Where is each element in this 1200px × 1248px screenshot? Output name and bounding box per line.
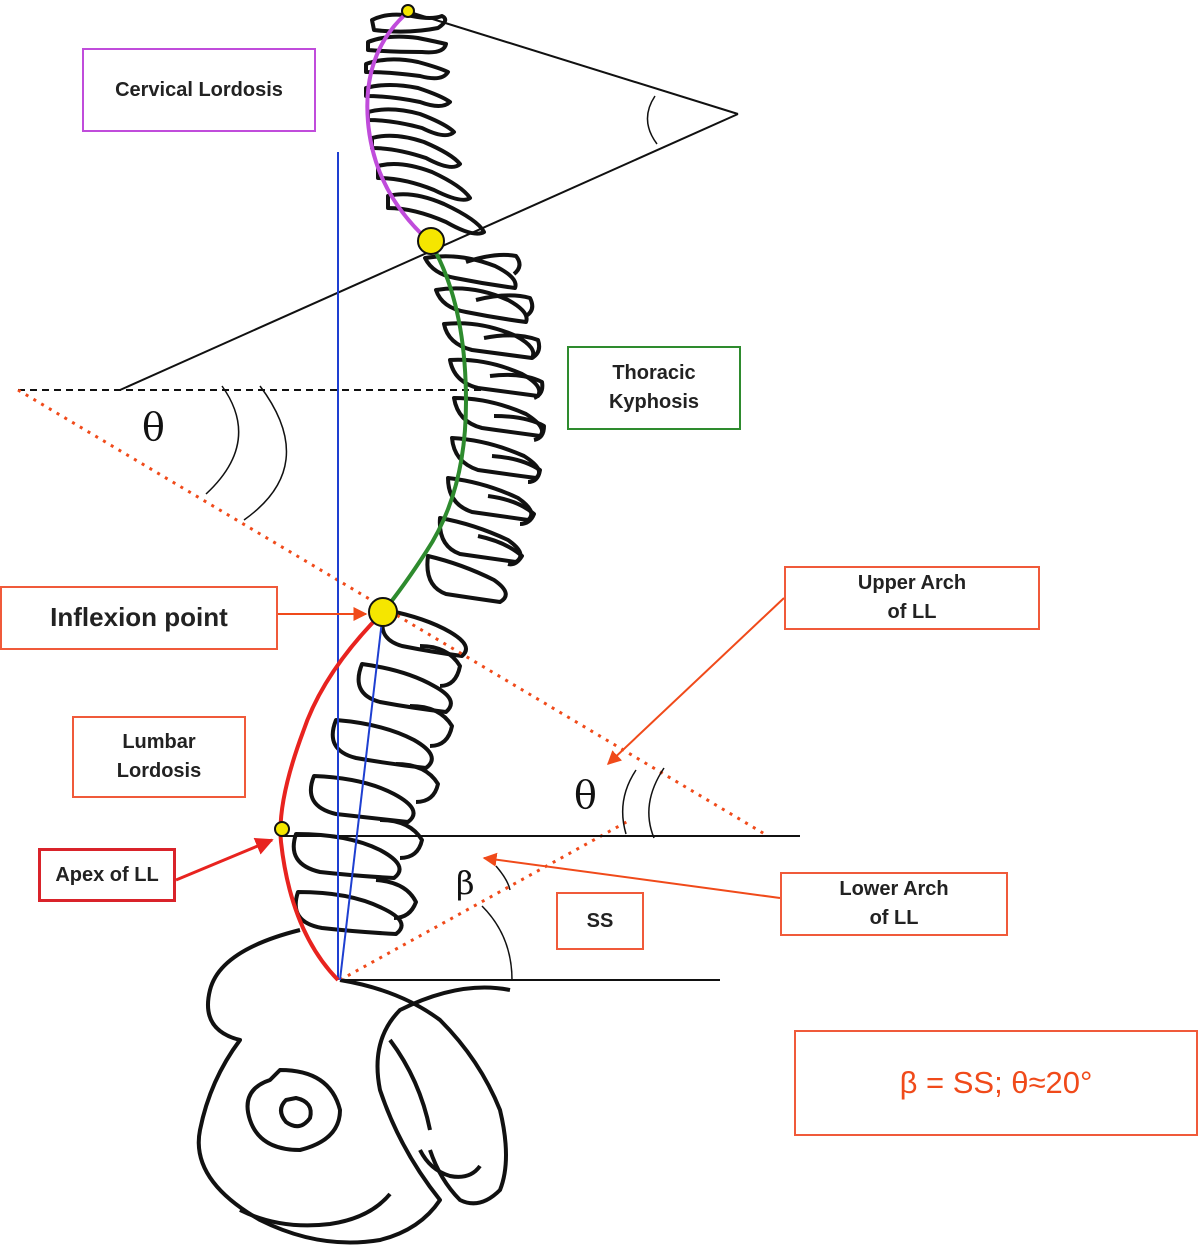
apex-arrow: [176, 840, 272, 880]
upper-arch-label: Upper Arch of LL: [784, 566, 1040, 630]
inflexion-marker: [369, 598, 397, 626]
construction-lines: [18, 12, 800, 980]
apex-marker: [275, 822, 289, 836]
apex-of-ll-label: Apex of LL: [38, 848, 176, 902]
formula-box: β = SS; θ≈20°: [794, 1030, 1198, 1136]
cervical-lordosis-label: Cervical Lordosis: [82, 48, 316, 132]
thoracic-curve: [383, 242, 466, 612]
theta-symbol-upper: θ: [142, 405, 165, 449]
thoracic-kyphosis-label: Thoracic Kyphosis: [567, 346, 741, 430]
cervicothoracic-marker: [418, 228, 444, 254]
upper-angle-arc: [647, 96, 657, 144]
beta-arc: [496, 866, 510, 890]
theta-arc-inner: [206, 386, 239, 494]
ss-label: SS: [556, 892, 644, 950]
beta-symbol: β: [456, 864, 475, 902]
lower-arch-label: Lower Arch of LL: [780, 872, 1008, 936]
upper-arch-arrow: [608, 598, 784, 764]
theta-symbol-lower: θ: [574, 773, 597, 817]
theta-arc-outer: [244, 386, 286, 520]
ss-arc: [482, 906, 512, 980]
top-marker: [402, 5, 414, 17]
lumbar-lordosis-label: Lumbar Lordosis: [72, 716, 246, 798]
upper-tangent-line-top: [410, 12, 738, 114]
inflexion-point-label: Inflexion point: [0, 586, 278, 650]
lumbar-curve: [280, 612, 383, 980]
lower-theta-arc-outer: [649, 768, 664, 838]
